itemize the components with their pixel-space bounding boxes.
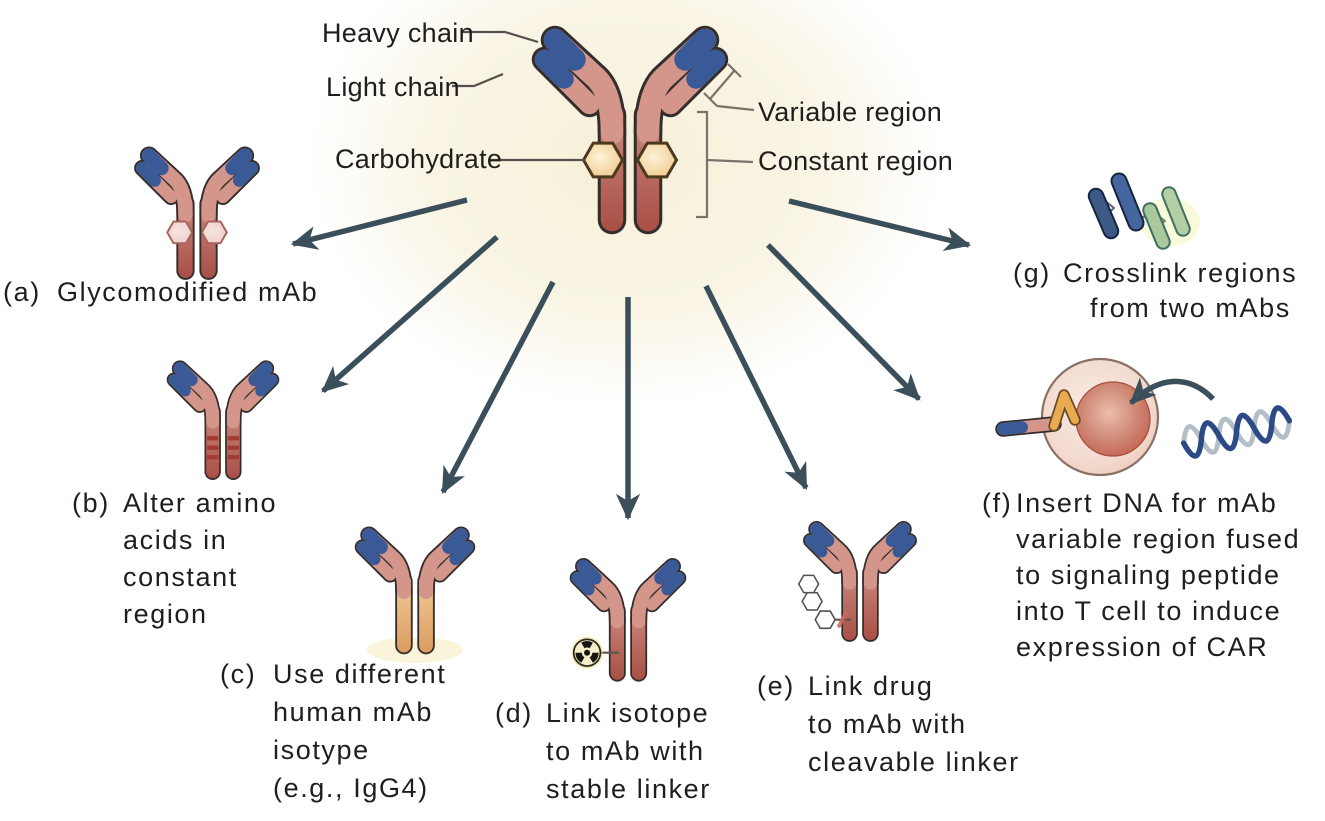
item-g-tag: (g) [1013, 258, 1051, 288]
drug-molecule-icon [797, 574, 836, 630]
antibody-icon-altered-constant [174, 369, 272, 472]
modified-glycan-hexagon-icon [200, 220, 228, 245]
amino-acid-band-marks [207, 436, 239, 460]
item-c-tag: (c) [220, 659, 256, 689]
dna-helix-icon [1180, 405, 1293, 459]
item-a-tag: (a) [3, 277, 41, 307]
item-f-line: expression of CAR [1016, 632, 1268, 662]
cleavable-linker-mark [837, 610, 849, 628]
carbohydrate-hexagon-icon [636, 141, 678, 179]
item-g-line: from two mAbs [1090, 293, 1291, 323]
carbohydrate-label: Carbohydrate [335, 144, 502, 174]
item-f-line: to signaling peptide [1016, 560, 1281, 590]
antibody-icon-igg4-isotype [363, 535, 468, 645]
item-f-line: variable region fused [1016, 524, 1300, 554]
item-c-line: Use different [273, 659, 446, 689]
crosslinked-fragments-icon [1087, 172, 1200, 250]
arrow-to-f [766, 243, 921, 401]
dna-insertion-arrow [1129, 377, 1215, 405]
arrow-to-c [440, 280, 556, 494]
arrow-to-a [290, 197, 468, 250]
item-b-line: constant [123, 562, 238, 592]
item-b-line: acids in [123, 525, 227, 555]
variable-region-bracket [703, 63, 755, 112]
t-cell-icon [995, 357, 1293, 477]
arrow-to-g [788, 198, 972, 252]
radiating-arrows [290, 197, 972, 521]
item-b-line: region [123, 599, 208, 629]
antibody-icon-drug-conjugate [797, 529, 910, 633]
item-d-line: to mAb with [546, 736, 705, 766]
item-g-line: Crosslink regions [1063, 258, 1297, 288]
item-f-tag: (f) [982, 488, 1012, 518]
car-receptor-icon [995, 389, 1081, 437]
item-d-line: stable linker [546, 774, 711, 804]
item-c-line: (e.g., IgG4) [273, 773, 429, 803]
item-c-line: isotype [273, 735, 370, 765]
isotype-glow [367, 637, 463, 663]
central-label-leaders [452, 30, 755, 219]
constant-region-label: Constant region [758, 146, 953, 176]
item-e-line: Link drug [808, 671, 933, 701]
arrow-to-e [703, 284, 809, 490]
item-b-tag: (b) [72, 488, 110, 518]
antibody-icon-glycomodified [142, 156, 251, 271]
item-b-line: Alter amino [123, 488, 277, 518]
light-chain-label: Light chain [326, 72, 460, 102]
item-f-line: Insert DNA for mAb [1016, 488, 1277, 518]
heavy-chain-leader-line [461, 30, 539, 44]
item-e-line: cleavable linker [808, 747, 1020, 777]
modified-glycan-hexagon-icon [166, 220, 194, 245]
item-c-line: human mAb [273, 697, 433, 727]
carbohydrate-hexagon-icon [582, 141, 624, 179]
item-d-tag: (d) [495, 698, 533, 728]
variable-region-label: Variable region [758, 97, 942, 127]
radiation-icon [571, 636, 604, 669]
item-e-line: to mAb with [808, 709, 967, 739]
item-a-line: Glycomodified mAb [57, 277, 318, 307]
arrow-to-b [321, 234, 499, 394]
item-e-tag: (e) [757, 671, 795, 701]
item-f-line: into T cell to induce [1016, 596, 1281, 626]
heavy-chain-label: Heavy chain [322, 18, 474, 48]
constant-region-bracket [696, 110, 754, 219]
light-chain-leader-line [452, 72, 504, 88]
antibody-icon-radioisotope [571, 566, 679, 673]
item-d-line: Link isotope [546, 698, 709, 728]
